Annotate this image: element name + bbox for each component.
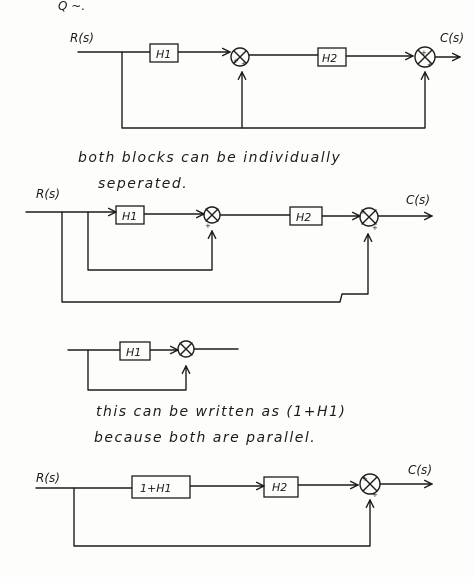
block-h2-label: H2 <box>296 211 311 224</box>
block-h2 <box>263 476 299 498</box>
input-label-r: R(s) <box>36 471 60 485</box>
summing-cross <box>361 209 377 225</box>
block-h2-label: H2 <box>272 481 287 494</box>
feedforward-path <box>73 487 370 547</box>
block-h1 <box>115 205 145 225</box>
sign-plus: + <box>421 49 427 57</box>
diagram-4-reduced: R(s) C(s) 1+H1 H2 + + <box>35 463 432 547</box>
block-one-plus-h1 <box>131 475 191 499</box>
sign-plus: + <box>372 224 378 232</box>
block-h2-label: H2 <box>322 52 337 65</box>
sign-plus: + <box>241 60 247 68</box>
sign-plus: + <box>427 61 433 69</box>
sign-plus: + <box>360 208 366 216</box>
summing-cross <box>417 49 433 65</box>
summing-cross <box>233 50 247 64</box>
summing-cross <box>205 208 219 222</box>
summing-cross <box>362 476 378 492</box>
input-label-r: R(s) <box>36 187 60 201</box>
sign-plus: + <box>205 222 211 230</box>
feedforward-path <box>87 349 186 391</box>
output-label-c: C(s) <box>440 31 464 45</box>
sign-plus: + <box>372 491 378 499</box>
block-h1 <box>149 43 179 63</box>
diagram-1-original: R(s) C(s) H1 + + H2 + + <box>70 31 464 129</box>
block-h2 <box>317 47 347 67</box>
question-mark-scribble: Q ~. <box>58 0 85 13</box>
block-one-plus-h1-label: 1+H1 <box>140 482 172 495</box>
feedforward-path <box>121 51 425 129</box>
feedforward-path-1 <box>87 211 212 271</box>
feedforward-path-2 <box>61 211 368 303</box>
block-h1 <box>119 341 151 361</box>
note-line-2: seperated. <box>98 176 188 192</box>
diagram-2-separated: R(s) C(s) H1 + H2 + + <box>25 187 432 303</box>
summing-cross <box>179 342 193 356</box>
summing-junction-2 <box>359 207 379 227</box>
sign-plus: + <box>362 475 368 483</box>
sign-plus: + <box>233 57 239 65</box>
block-h1-label: H1 <box>126 346 141 359</box>
output-label-c: C(s) <box>408 463 432 477</box>
note-line-1: both blocks can be individually <box>78 150 341 166</box>
diagram-3-parallel-h1: H1 <box>67 340 239 391</box>
summing-junction-1 <box>230 47 250 67</box>
block-h1-label: H1 <box>122 210 137 223</box>
note-line-3: this can be written as (1+H1) <box>96 404 346 420</box>
block-h1-label: H1 <box>156 48 171 61</box>
output-label-c: C(s) <box>406 193 430 207</box>
input-label-r: R(s) <box>70 31 94 45</box>
note-line-4: because both are parallel. <box>94 430 316 446</box>
